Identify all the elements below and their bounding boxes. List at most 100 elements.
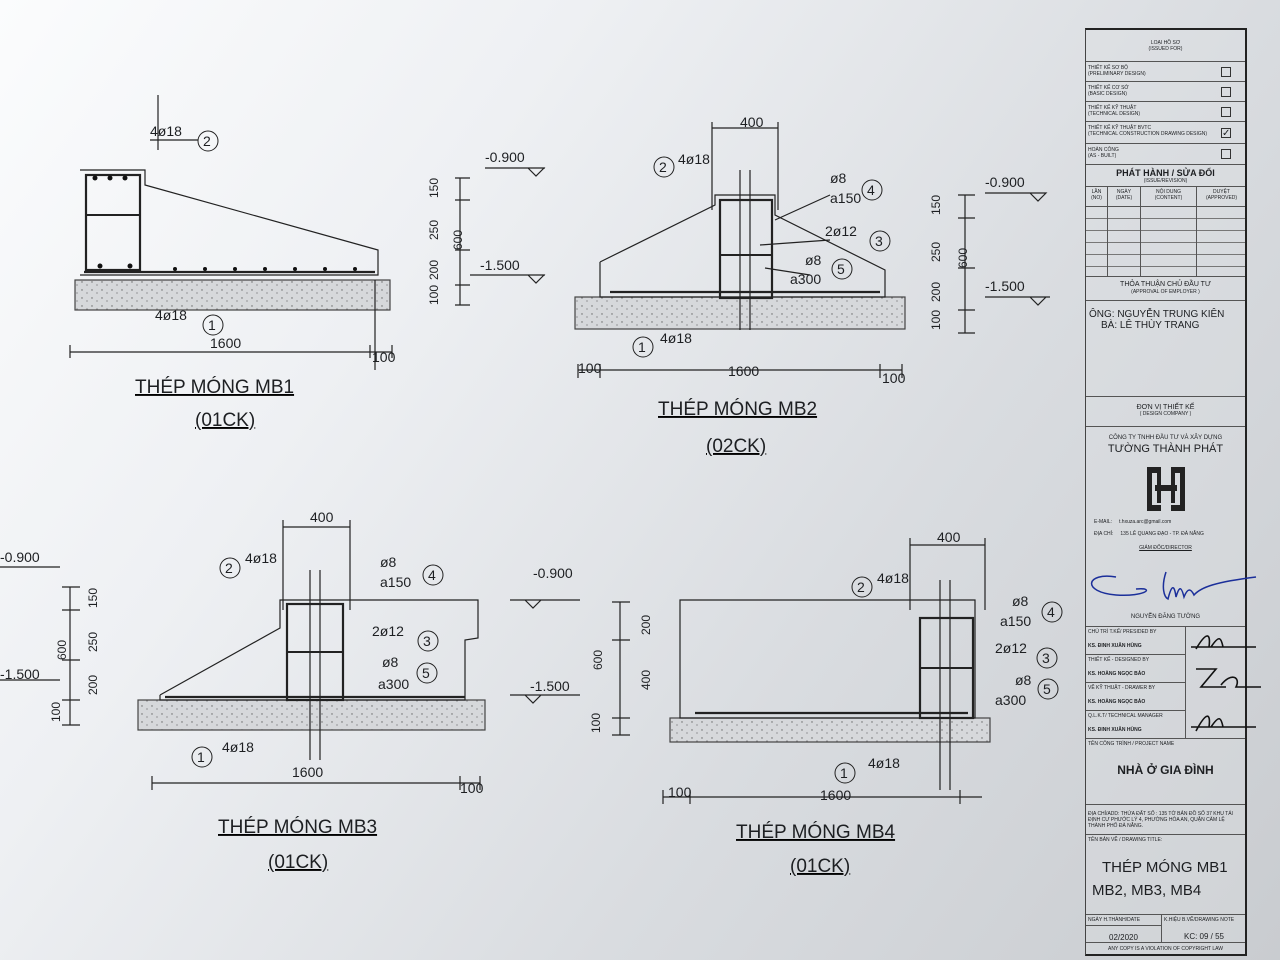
checkbox-as-built[interactable] (1221, 149, 1231, 159)
detail-mb2 (574, 122, 1050, 378)
revision-table-body (1086, 207, 1245, 277)
col-approved-en: (APPROVED) (1205, 195, 1238, 201)
option-technical: THIẾT KẾ KỸ THUẬT(TECHNICAL DESIGN) (1086, 102, 1245, 122)
staff-name: KS. ĐINH XUÂN HÙNG (1088, 643, 1142, 649)
mb2-mark-stirrup: 4 (867, 182, 875, 198)
mb1-title: THÉP MÓNG MB1 (135, 376, 294, 398)
site-label: ĐỊA CHỈ/ADD: (1088, 811, 1120, 817)
mb4-mark-stirrup: 4 (1047, 604, 1055, 620)
mb4-mark-bottom: 1 (840, 765, 848, 781)
mb3-total: 600 (55, 640, 69, 660)
mb4-mark-top: 2 (857, 579, 865, 595)
staff-name: KS. HOÀNG NGỌC BẢO (1088, 699, 1146, 705)
mb1-dim: 250 (427, 220, 441, 240)
date: 02/2020 (1109, 933, 1138, 942)
option-label: THIẾT KẾ CƠ SỞ (1088, 85, 1129, 91)
mb2-dim: 150 (929, 195, 943, 215)
approval-en: (APPROVAL OF EMPLOYER ) (1131, 289, 1200, 295)
director-signature (1090, 571, 1257, 601)
mb1-dim: 100 (427, 285, 441, 305)
option-construction: THIẾT KẾ KỸ THUẬT BVTC(TECHNICAL CONSTRU… (1086, 122, 1245, 144)
mb2-count: (02CK) (706, 436, 766, 457)
mb3-stirrup-spacing: a150 (380, 574, 411, 590)
mb2-mid-bar: 2ø12 (825, 223, 857, 239)
mb1-width: 1600 (210, 335, 241, 351)
mb2-dim: 250 (929, 242, 943, 262)
mb3-column: 400 (310, 509, 334, 525)
issued-for-en: (ISSUED FOR) (1148, 46, 1183, 52)
mb1-level-bottom: -1.500 (480, 257, 520, 273)
project-label: TÊN CÔNG TRÌNH / PROJECT NAME (1088, 741, 1175, 747)
company-logo (1146, 467, 1185, 511)
director-label: GIÁM ĐỐC/DIRECTOR (1139, 545, 1192, 551)
mb2-total: 600 (956, 248, 970, 268)
mb4-dim: 200 (639, 615, 653, 635)
mb2-mark-bottom: 1 (638, 339, 646, 355)
note-label: K.HIỆU B.VẼ/DRAWING NOTE (1164, 917, 1235, 923)
mb2-edge: 100 (578, 360, 602, 376)
mb4-width: 1600 (820, 787, 851, 803)
staff-table: CHỦ TRÌ T.KẾ/ PRESIDED BY KS. ĐINH XUÂN H… (1086, 627, 1261, 739)
option-as-built: HOÀN CÔNG(AS - BUILT) (1086, 144, 1245, 165)
mb3-mark-bottom: 1 (197, 749, 205, 765)
option-basic: THIẾT KẾ CƠ SỞ(BASIC DESIGN) (1086, 82, 1245, 102)
checkbox-preliminary[interactable] (1221, 67, 1231, 77)
mb2-stirrup: ø8 (830, 170, 847, 186)
mb3-dim: 200 (86, 675, 100, 695)
mb2-dim: 100 (929, 310, 943, 330)
staff-role: Q.L.K.T/ TECHNICAL MANAGER (1088, 713, 1163, 719)
owner-1: ÔNG: NGUYỄN TRUNG KIÊN (1089, 309, 1225, 320)
mb2-level-bottom: -1.500 (985, 278, 1025, 294)
mb1-mark-bottom: 1 (208, 317, 216, 333)
col-date: NGÀY (1116, 189, 1132, 195)
mb3-stirrup: ø8 (380, 554, 397, 570)
mb4-dim: 400 (639, 670, 653, 690)
staff-name: KS. HOÀNG NGỌC BẢO (1088, 671, 1146, 677)
col-content: NỘI DUNG (1156, 189, 1181, 195)
mb4-column: 400 (937, 529, 961, 545)
mb1-mark-top: 2 (203, 133, 211, 149)
staff-role: THIẾT KẾ - DESIGNED BY (1088, 657, 1150, 663)
mb4-dim: 100 (589, 713, 603, 733)
staff-role: CHỦ TRÌ T.KẾ/ PRESIDED BY (1088, 629, 1157, 635)
revision-label: PHÁT HÀNH / SỬA ĐỔI (1116, 168, 1215, 178)
revision-en: (ISSUE/REVISION) (1143, 178, 1188, 184)
checkbox-construction-checked[interactable]: ✓ (1221, 128, 1231, 139)
option-en: (AS - BUILT) (1088, 153, 1117, 159)
mb1-level-top: -0.900 (485, 149, 525, 165)
mb2-dim: 200 (929, 282, 943, 302)
address-label: ĐỊA CHỈ: (1094, 531, 1114, 537)
mb1-total: 600 (451, 230, 465, 250)
mb2-width: 1600 (728, 363, 759, 379)
approval-header: THỎA THUẬN CHỦ ĐẦU TƯ(APPROVAL OF EMPLOY… (1086, 277, 1245, 301)
col-no: LẦN (1091, 189, 1102, 195)
mb3-mark-mid: 3 (423, 633, 431, 649)
revision-table-header: LẦN(NO) NGÀY(DATE) NỘI DUNG(CONTENT) DUY… (1086, 187, 1245, 207)
checkbox-basic[interactable] (1221, 87, 1231, 97)
date-label: NGÀY H.THÀNH/DATE (1086, 915, 1161, 926)
col-date-en: (DATE) (1115, 195, 1133, 201)
mb4-mark-mid: 3 (1042, 650, 1050, 666)
mb4-count: (01CK) (790, 856, 850, 877)
checkbox-technical[interactable] (1221, 107, 1231, 117)
drawing-title-label: TÊN BẢN VẼ / DRAWING TITLE: (1088, 837, 1163, 843)
drawing-note: KC: 09 / 55 (1183, 932, 1225, 941)
col-approved: DUYỆT (1213, 189, 1230, 195)
approval-label: THỎA THUẬN CHỦ ĐẦU TƯ (1120, 281, 1211, 288)
mb1-count: (01CK) (195, 410, 255, 431)
mb3-dim: 150 (86, 588, 100, 608)
option-preliminary: THIẾT KẾ SƠ BỘ(PRELIMINARY DESIGN) (1086, 62, 1245, 82)
mb3-edge: 100 (460, 780, 484, 796)
detail-mb4 (510, 538, 991, 804)
mb4-stirrup-spacing: a150 (1000, 613, 1031, 629)
mb3-mark-stirrup: 4 (428, 567, 436, 583)
mb2-edge: 100 (882, 370, 906, 386)
option-en: (PRELIMINARY DESIGN) (1088, 71, 1146, 77)
design-company-header: ĐƠN VỊ THIẾT KẾ( DESIGN COMPANY ) (1086, 397, 1245, 427)
drawing-title-2: MB2, MB3, MB4 (1092, 882, 1202, 899)
site-address: ĐỊA CHỈ/ADD: THỬA ĐẤT SỐ : 135 TỜ BẢN ĐỒ… (1086, 805, 1245, 835)
mb2-tie-spacing: a300 (790, 271, 821, 287)
director-name: NGUYỄN ĐĂNG TƯỜNG (1130, 614, 1201, 620)
project-section: TÊN CÔNG TRÌNH / PROJECT NAME NHÀ Ở GIA … (1086, 739, 1245, 805)
